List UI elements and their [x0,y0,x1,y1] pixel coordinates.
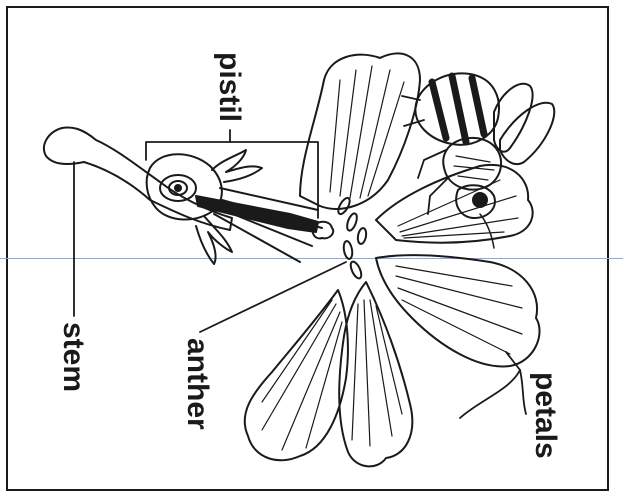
anther-1 [336,196,352,216]
label-pistil: pistil [213,52,246,122]
label-stem: stem [57,322,90,392]
bee-wing-2 [500,103,554,164]
anther-4 [349,260,364,280]
anther-5 [357,227,368,244]
petal-bottom-middle [339,282,412,466]
anther-2 [345,212,359,232]
petals-leader-1 [460,370,520,418]
petal-bottom-left [245,290,348,460]
label-petals: petals [529,372,562,459]
bee-thorax [443,138,501,190]
label-anther: anther [181,338,214,430]
ovule [175,185,181,191]
petal-top-right [376,165,533,243]
petals-leader-2 [506,352,520,370]
anther-leader [200,262,346,332]
sepal-upper [212,150,262,182]
anther-3 [342,240,353,259]
petals-leader-3 [520,370,526,414]
bee-antenna [480,214,494,248]
